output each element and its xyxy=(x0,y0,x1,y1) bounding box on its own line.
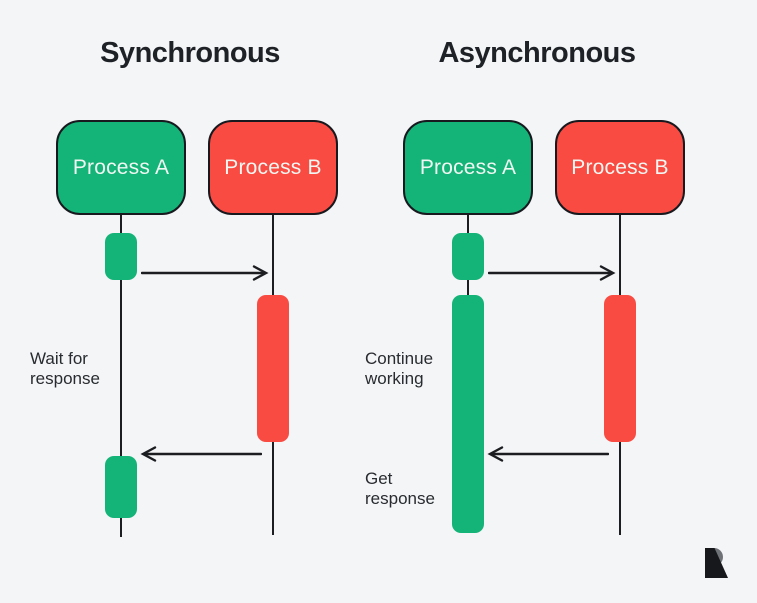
lifeline-process-a xyxy=(120,215,122,537)
activation-bar-a-resume xyxy=(105,456,137,518)
synchronous-panel: Synchronous Process A Process B Wait for… xyxy=(30,37,338,537)
activation-bar-b-processing xyxy=(257,295,289,442)
synchronous-title: Synchronous xyxy=(100,37,280,69)
asynchronous-panel: Asynchronous Process A Process B Continu… xyxy=(347,0,727,603)
process-a-label: Process A xyxy=(72,155,170,179)
activation-bar-a-call xyxy=(105,233,137,280)
activation-bar-b-processing xyxy=(604,295,636,442)
recraft-r-logo-icon xyxy=(705,548,728,580)
request-arrow-icon xyxy=(141,265,269,281)
process-b-label: Process B xyxy=(571,155,669,179)
response-arrow-icon xyxy=(140,446,262,462)
process-b-label: Process B xyxy=(224,155,322,179)
process-a-label: Process A xyxy=(419,155,517,179)
process-b-box: Process B xyxy=(555,120,685,215)
get-response-annotation: Get response xyxy=(365,469,435,508)
activation-bar-a-call xyxy=(452,233,484,280)
continue-working-annotation: Continue working xyxy=(365,349,434,388)
wait-for-response-annotation: Wait for response xyxy=(30,349,100,388)
response-arrow-icon xyxy=(487,446,609,462)
process-b-box: Process B xyxy=(208,120,338,215)
activation-bar-a-continue-working xyxy=(452,295,484,533)
process-a-box: Process A xyxy=(56,120,186,215)
asynchronous-title: Asynchronous xyxy=(438,37,636,69)
process-a-box: Process A xyxy=(403,120,533,215)
request-arrow-icon xyxy=(488,265,616,281)
